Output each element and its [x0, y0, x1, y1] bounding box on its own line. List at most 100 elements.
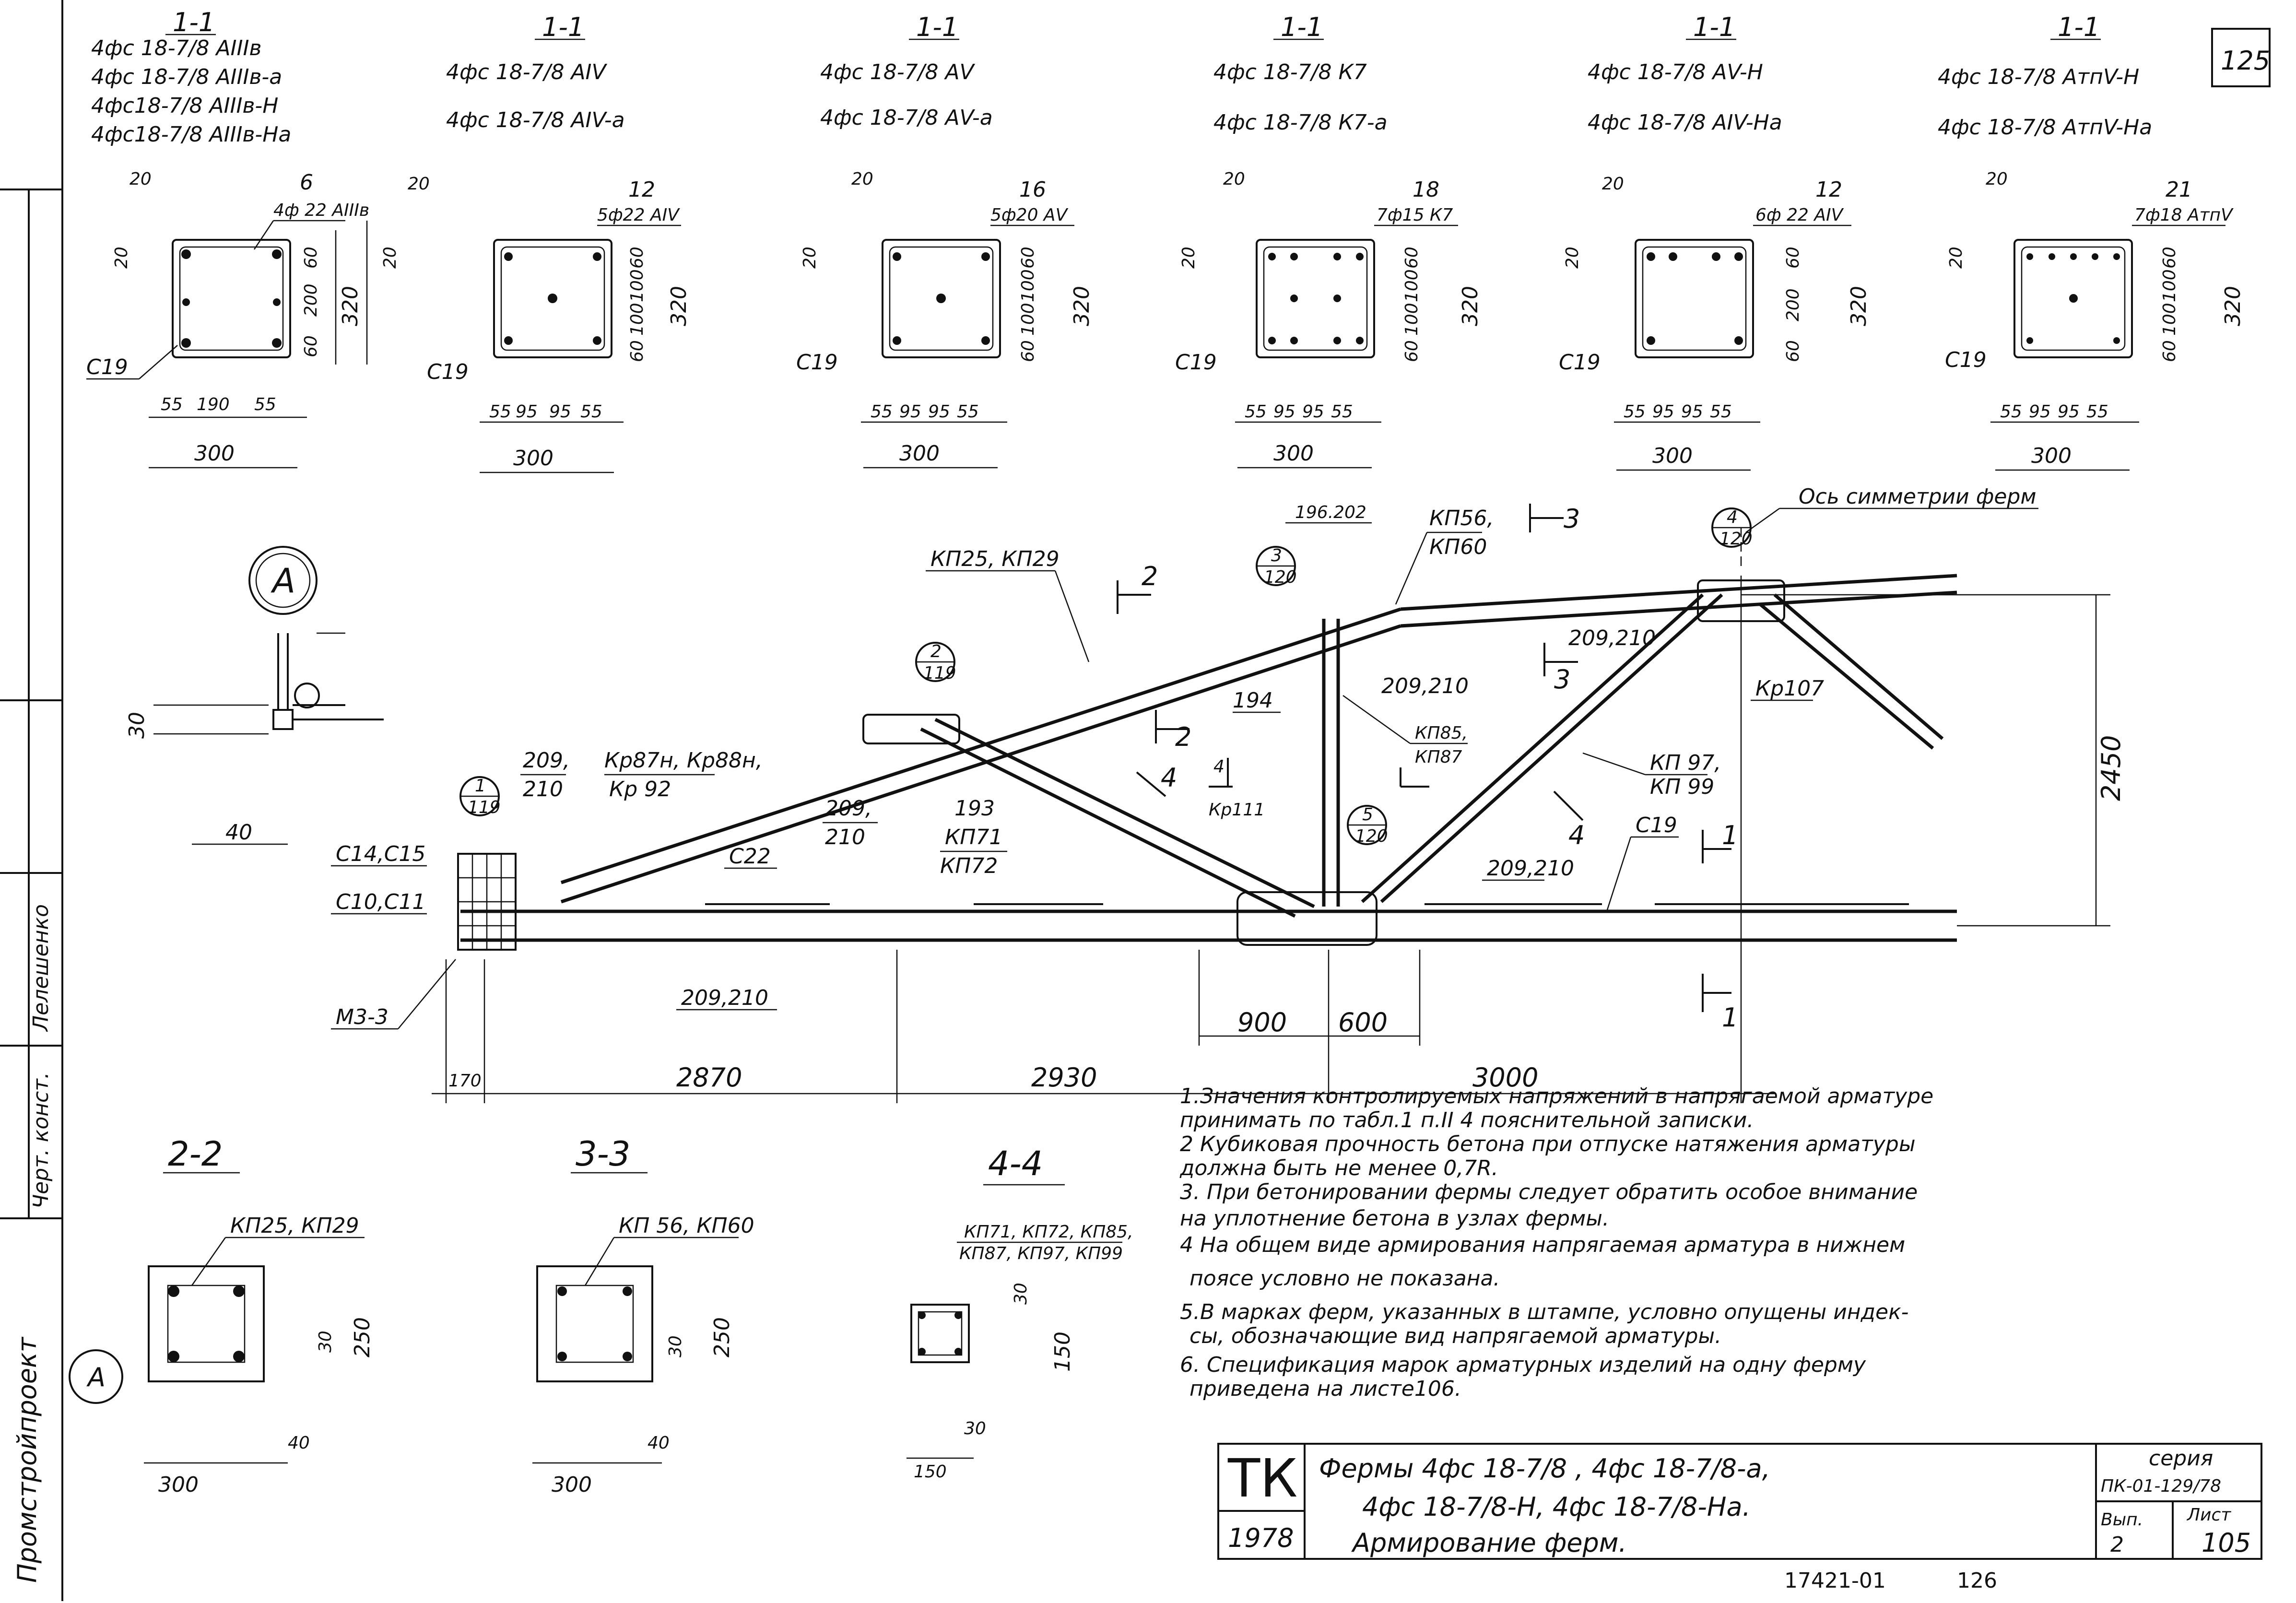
label-n209f: 209,210	[681, 986, 768, 1010]
section-height: 320	[2221, 286, 2245, 326]
section-title: 3-3	[576, 1134, 630, 1174]
section-mark: 4фс 18-7/8 АIV	[446, 60, 608, 84]
dim-v: 100	[1018, 269, 1038, 302]
svg-text:2: 2	[1142, 561, 1158, 591]
side-label-name: Лелешенко	[29, 904, 53, 1032]
section-4-4: 4-4 КП71, КП72, КП85, КП87, КП97, КП99 3…	[907, 1144, 1133, 1482]
dim-30: 30	[1011, 1283, 1031, 1305]
c-mark: С19	[1559, 350, 1601, 375]
section-mark: 4фс 18-7/8 К7	[1213, 60, 1367, 84]
stamp-title-2: 4фс 18-7/8-Н, 4фс 18-7/8-На.	[1362, 1492, 1751, 1522]
c-mark: С19	[427, 360, 469, 384]
section-3-3: 3-3 КП 56, КП60 30 250 40 300	[532, 1134, 754, 1497]
section-mark: 4фс 18-7/8 К7-а	[1213, 110, 1388, 135]
section-title: 1-1	[542, 12, 584, 42]
cover-left: 20	[800, 247, 820, 269]
dim-v: 60	[1402, 340, 1422, 362]
section-width: 150	[914, 1462, 947, 1482]
sheet-frame	[0, 0, 63, 1601]
bar-count: 12	[628, 177, 655, 202]
dim-v: 100	[2160, 303, 2179, 336]
c-mark: С19	[1945, 348, 1987, 372]
section-height: 320	[338, 286, 363, 326]
dim-v: 60	[1018, 247, 1038, 269]
dim-40: 40	[288, 1433, 310, 1453]
footer: 17421-01 126	[1784, 1568, 1997, 1593]
cover-top: 20	[1986, 169, 2008, 189]
label-kr107: Кр107	[1755, 676, 1824, 701]
dim-v: 60	[1783, 340, 1803, 362]
dim-30: 30	[666, 1335, 685, 1357]
label-kn71: КП71	[945, 825, 1002, 849]
label-m33: М3-3	[336, 1005, 389, 1029]
svg-text:4: 4	[1727, 507, 1738, 527]
dim-3000: 3000	[1472, 1062, 1538, 1093]
section-outline	[882, 239, 1001, 358]
detail-a-label: А	[271, 561, 295, 601]
svg-text:4: 4	[1213, 757, 1225, 777]
dim-h: 95	[928, 402, 950, 422]
dim-h: 55	[2086, 402, 2108, 422]
stamp-title-1: Фермы 4фс 18-7/8 , 4фс 18-7/8-а,	[1319, 1453, 1770, 1484]
dim-h: 95	[899, 402, 921, 422]
label-n210d: 210	[523, 777, 563, 802]
section-mark: 4фс 18-7/8 АIV-На	[1588, 110, 1782, 135]
section-mark: 4фс 18-7/8 АIV-а	[446, 108, 625, 132]
dim-h: 55	[1624, 402, 1646, 422]
section-1-1-atpV-n: 1-1 4фс 18-7/8 АтпV-Н 4фс 18-7/8 АтпV-На…	[1938, 12, 2245, 471]
label-kn72: КП72	[940, 854, 998, 878]
dim-h: 95	[2029, 402, 2051, 422]
side-title-block: Промстройпроект Черт. конст. Лелешенко	[12, 904, 53, 1583]
cover-top: 20	[408, 174, 430, 194]
svg-text:4: 4	[1568, 820, 1585, 850]
dim-2870: 2870	[676, 1062, 742, 1093]
bar-count: 16	[1019, 177, 1046, 202]
label-c14: С14,С15	[336, 842, 425, 866]
cut-marker-1: 1 1	[1702, 820, 1738, 1033]
dim-v: 60	[2160, 247, 2179, 269]
section-height: 320	[1458, 286, 1483, 326]
label-kn56: КП56,	[1429, 506, 1494, 530]
side-label-chert: Черт. конст.	[29, 1072, 53, 1209]
node-ref-3: 3 120	[1256, 546, 1297, 587]
node-ref-5: 5 120	[1347, 805, 1388, 846]
dim-40: 40	[648, 1433, 670, 1453]
bar-count: 12	[1815, 177, 1842, 202]
label-n210e: 210	[825, 825, 865, 849]
section-height: 320	[1070, 286, 1094, 326]
section-outline	[1256, 239, 1375, 358]
section-width: 300	[552, 1473, 592, 1497]
svg-text:120: 120	[1355, 826, 1388, 846]
stamp-issue: 2	[2110, 1532, 2124, 1557]
dim-150: 150	[1050, 1332, 1075, 1372]
section-mark: 4фс 18-7/8 АтпV-На	[1938, 115, 2152, 140]
section-width: 300	[2031, 444, 2072, 468]
note-line: принимать по табл.1 п.II 4 пояснительной…	[1180, 1108, 1754, 1132]
dim-h: 95	[1681, 402, 1703, 422]
dim-h: 95	[549, 402, 571, 422]
label-kn60: КП60	[1429, 535, 1487, 559]
truss-height: 2450	[2096, 735, 2126, 801]
stamp-series: ПК-01-129/78	[2101, 1476, 2221, 1496]
c-mark: С19	[86, 355, 128, 379]
label-kn25: КП25, КП29	[930, 547, 1060, 571]
stamp-series-label: серия	[2149, 1446, 2213, 1471]
section-mark: 4фс 18-7/8 АтпV-Н	[1938, 65, 2139, 89]
section-width: 300	[158, 1473, 199, 1497]
section-outline	[172, 239, 291, 358]
dim-h: 95	[2058, 402, 2080, 422]
svg-text:1: 1	[475, 776, 486, 796]
c-mark: С19	[796, 350, 838, 375]
bar-spec: 6ф 22 АIV	[1755, 205, 1844, 225]
label-n209e: 209,	[825, 796, 872, 821]
note-line: 6. Спецификация марок арматурных изделий…	[1180, 1353, 1866, 1377]
cover-left: 20	[1946, 247, 1966, 269]
label-kn99: КП 99	[1650, 775, 1714, 799]
bar-count: 21	[2166, 177, 2192, 202]
label-kn87: КП87	[1415, 747, 1462, 767]
section-1-1-k7: 1-1 4фс 18-7/8 К7 4фс 18-7/8 К7-а 18 7ф1…	[1175, 12, 1483, 469]
dim-h: 55	[580, 402, 602, 422]
label-kr111: Кр111	[1209, 800, 1265, 820]
bar-count: 18	[1413, 177, 1439, 202]
note-line: 4 На общем виде армирования напрягаемая …	[1180, 1233, 1905, 1257]
